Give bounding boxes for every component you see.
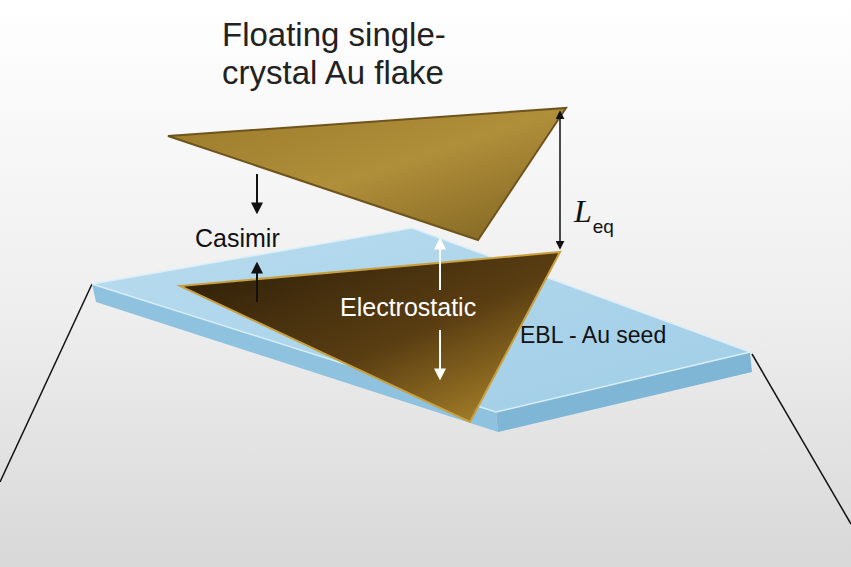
au-flake — [168, 108, 566, 240]
part-label: Floating single- crystal Au flake — [222, 16, 542, 92]
au-seed — [180, 252, 560, 422]
gap-dimension — [559, 112, 561, 248]
part-label: EBL - Au seed — [520, 322, 666, 348]
dimension-subscript: eq — [593, 216, 614, 238]
force-arrow — [256, 174, 258, 212]
force-arrow — [439, 240, 441, 290]
force-label: Casimir — [195, 224, 280, 253]
force-arrow — [439, 330, 441, 378]
inset-line — [752, 354, 851, 524]
force-arrow — [256, 264, 258, 302]
inset-line — [0, 284, 92, 482]
dimension-symbol: L — [574, 193, 592, 230]
force-label: Electrostatic — [340, 293, 476, 322]
